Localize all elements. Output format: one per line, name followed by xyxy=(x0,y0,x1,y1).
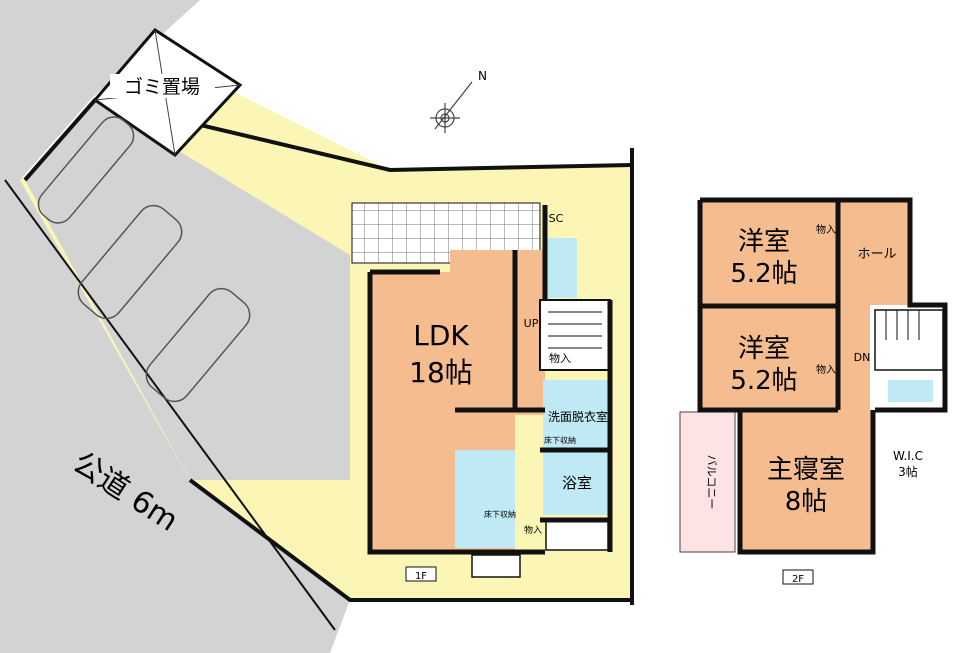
floor1-plan xyxy=(351,202,613,578)
room-a-name: 洋室 xyxy=(738,227,790,257)
bath-label: 浴室 xyxy=(562,474,592,492)
garbage-area-label: ゴミ置場 xyxy=(124,76,200,98)
closet-a-label: 物入 xyxy=(816,223,836,236)
room-b-name: 洋室 xyxy=(738,334,790,364)
compass-icon xyxy=(430,81,473,133)
underfloor-label: 床下収納 xyxy=(544,435,576,445)
washroom-label: 洗面脱衣室 xyxy=(548,409,608,424)
floor2-plan xyxy=(679,197,948,555)
road-edge xyxy=(4,179,336,631)
up-label: UP xyxy=(524,317,539,330)
ldk-name: LDK xyxy=(413,319,469,352)
wic-label: W.I.C xyxy=(893,449,923,463)
room-b-size: 5.2帖 xyxy=(730,366,797,396)
storage2-label: 物入 xyxy=(524,524,542,536)
underfloor-label: 床下収納 xyxy=(484,509,516,519)
floor2-tag xyxy=(782,569,814,585)
parking-area xyxy=(25,100,350,480)
public-road xyxy=(0,0,350,653)
closet-b-label: 物入 xyxy=(816,363,836,376)
wic-size: 3帖 xyxy=(898,464,918,479)
floor1-label: 1F xyxy=(415,571,427,582)
master-name: 主寝室 xyxy=(767,455,845,485)
floor2-label: 2F xyxy=(792,574,804,585)
sc-label: SC xyxy=(549,212,564,225)
hall-label: ホール xyxy=(857,247,896,262)
lot-boundary xyxy=(23,97,634,605)
floor1-tag xyxy=(405,566,437,582)
dn-label: DN xyxy=(854,351,871,364)
car-icon xyxy=(37,116,251,403)
master-size: 8帖 xyxy=(785,487,828,517)
balcony-label: バルコニー xyxy=(705,455,718,510)
ldk-size: 18帖 xyxy=(409,356,473,389)
north-label: N xyxy=(478,69,487,83)
room-a-size: 5.2帖 xyxy=(730,259,797,289)
storage-label: 物入 xyxy=(549,351,571,365)
